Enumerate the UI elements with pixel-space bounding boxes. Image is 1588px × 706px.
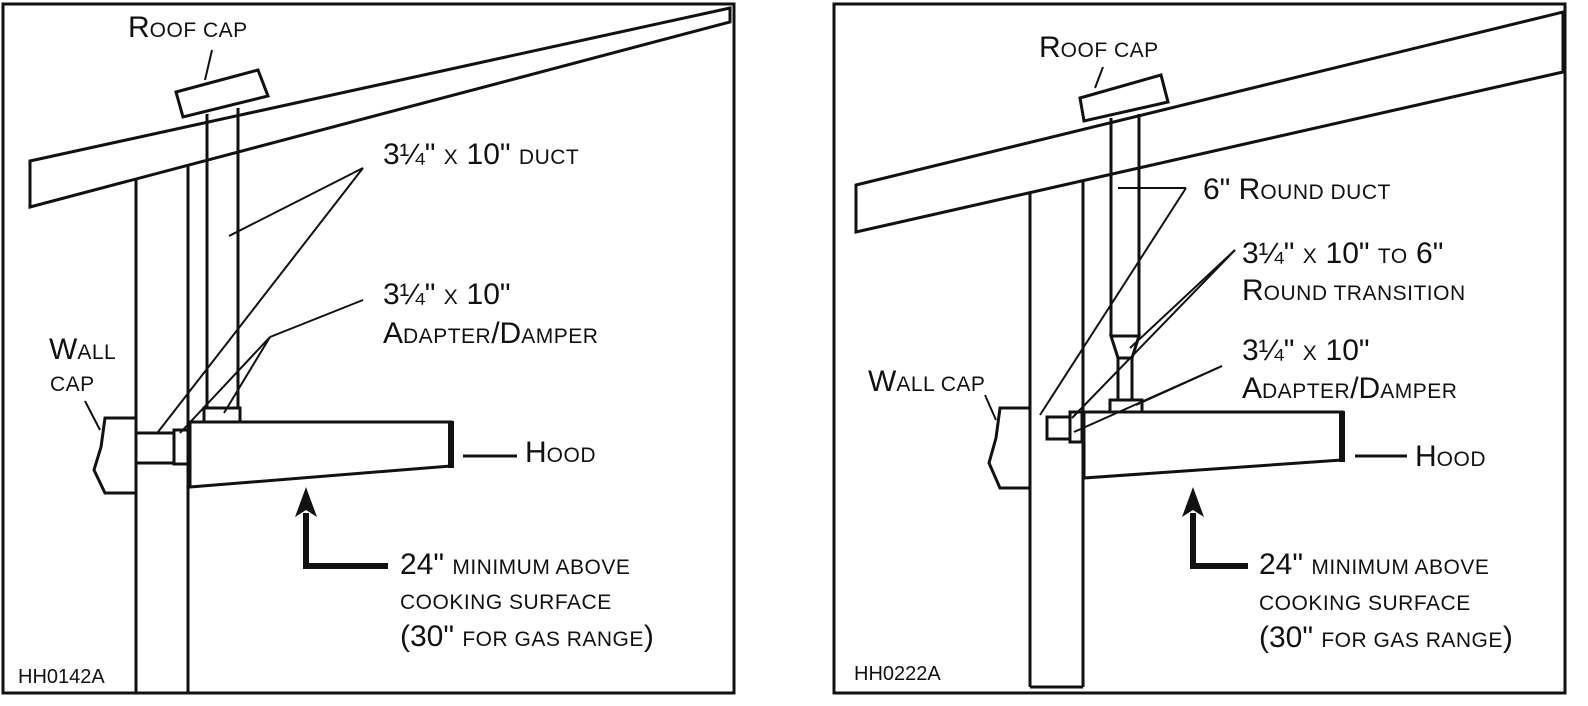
- leader-line: [1129, 249, 1236, 349]
- left-clearance-line-2: COOKING SURFACE: [400, 591, 612, 614]
- leader-line: [157, 167, 364, 433]
- left-wall-cap-label-2: CAP: [50, 373, 95, 396]
- right-hood-label: HOOD: [1415, 440, 1486, 473]
- leader-line: [223, 336, 271, 414]
- left-wall-cap: [92, 416, 138, 495]
- right-panel: ROOF CAP 6" ROUND DUCT 3¼" X 10" TO 6" R…: [832, 2, 1567, 695]
- leader-line: [204, 49, 213, 81]
- right-figure-code: HH0222A: [854, 663, 941, 685]
- right-adapter-label-2: ADAPTER/DAMPER: [1242, 372, 1457, 405]
- left-clearance-line-3: (30" FOR GAS RANGE): [400, 620, 654, 653]
- left-adapter-label-1: 3¼" X 10": [383, 278, 511, 311]
- left-duct-damper: [202, 406, 242, 424]
- leader-line: [228, 167, 364, 237]
- right-transition-label-2: ROUND TRANSITION: [1242, 274, 1466, 307]
- left-hood: [188, 420, 453, 489]
- leader-line: [84, 400, 101, 431]
- left-clearance-arrow: [303, 513, 388, 569]
- left-roof-cap: [174, 68, 271, 119]
- right-wall-cap-label: WALL CAP: [868, 365, 985, 398]
- left-panel-frame: [1, 2, 736, 695]
- left-adapter-label-2: ADAPTER/DAMPER: [383, 317, 598, 350]
- right-hood: [1082, 410, 1344, 480]
- left-arrow-head: [295, 487, 317, 517]
- right-adapter-label-1: 3¼" X 10": [1242, 334, 1370, 367]
- right-horizontal-duct: [1045, 415, 1073, 441]
- right-clearance-line-2: COOKING SURFACE: [1259, 592, 1471, 615]
- left-duct-label: 3¼" X 10" DUCT: [383, 138, 579, 171]
- right-clearance-line-1: 24" MINIMUM ABOVE: [1259, 548, 1489, 581]
- left-hood-label: HOOD: [525, 436, 596, 469]
- leader-line: [1039, 187, 1187, 416]
- right-wall-cap: [987, 406, 1032, 490]
- leader-line: [1073, 365, 1223, 433]
- right-arrow-head: [1182, 487, 1204, 517]
- left-roof-cap-label: ROOF CAP: [128, 11, 248, 44]
- left-wall-damper: [172, 428, 190, 466]
- right-duct-label: 6" ROUND DUCT: [1203, 173, 1391, 206]
- right-duct-damper: [1108, 398, 1144, 414]
- right-clearance-arrow: [1190, 513, 1248, 569]
- leader-line: [179, 336, 271, 434]
- left-wall-cap-label-1: WALL: [49, 333, 116, 366]
- right-panel-frame: [832, 2, 1567, 695]
- left-clearance-line-1: 24" MINIMUM ABOVE: [400, 548, 630, 581]
- leader-line: [984, 394, 997, 421]
- left-horizontal-duct: [134, 431, 178, 465]
- leader-line: [1071, 249, 1236, 419]
- right-transition-label-1: 3¼" X 10" TO 6": [1242, 237, 1443, 270]
- left-panel: ROOF CAP 3¼" X 10" DUCT 3¼" X 10" ADAPTE…: [1, 2, 736, 695]
- right-roof: [854, 10, 1565, 234]
- right-roof-cap-label: ROOF CAP: [1039, 31, 1159, 64]
- leader-line: [1094, 66, 1104, 89]
- left-roof: [28, 6, 732, 209]
- leader-line: [269, 299, 364, 338]
- right-roof-cap: [1078, 73, 1170, 123]
- right-wall-damper: [1068, 410, 1084, 444]
- left-figure-code: HH0142A: [18, 666, 105, 688]
- right-clearance-line-3: (30" FOR GAS RANGE): [1259, 621, 1513, 654]
